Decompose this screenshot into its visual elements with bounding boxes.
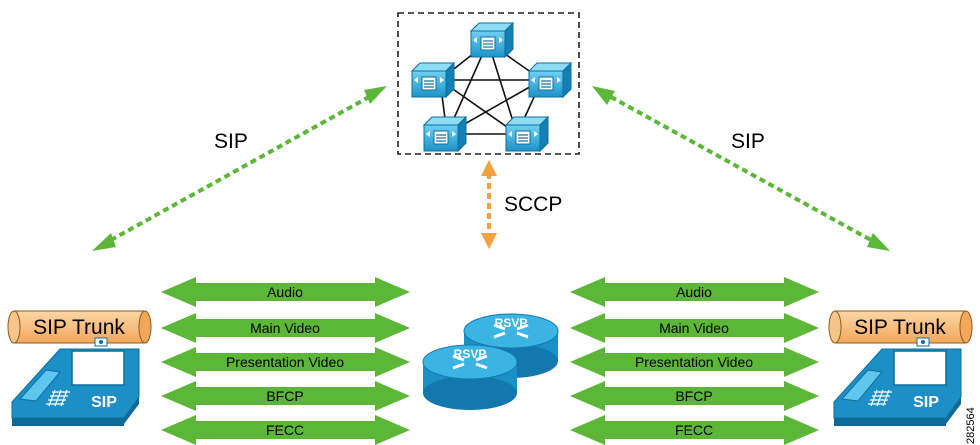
stream-label-fecc-right: FECC: [675, 422, 713, 438]
stream-arrow: [570, 381, 819, 411]
sccp-link: [481, 160, 497, 249]
right-stream-arrows: [570, 277, 819, 445]
stream-label-presentation-video-left: Presentation Video: [226, 354, 344, 370]
sip-link-right: [592, 86, 890, 251]
router-icon: [422, 344, 518, 410]
stream-arrow: [161, 415, 410, 445]
left-stream-arrows: [161, 277, 410, 445]
rsvp-label-top: RSVP: [495, 316, 528, 330]
rsvp-label-bottom: RSVP: [454, 347, 487, 361]
call-manager-icon: [423, 116, 467, 152]
call-manager-icon: [528, 62, 572, 98]
sip-trunk-right-label: SIP Trunk: [854, 316, 946, 339]
sccp-label: SCCP: [504, 193, 562, 216]
sip-label-left: SIP: [214, 130, 248, 153]
sip-phone-left-label: SIP: [91, 394, 117, 411]
stream-label-main-video-right: Main Video: [659, 320, 729, 336]
sip-label-right: SIP: [731, 130, 765, 153]
call-manager-icon: [470, 22, 514, 58]
stream-arrow: [570, 277, 819, 307]
stream-arrow: [161, 313, 410, 343]
stream-label-audio-right: Audio: [676, 284, 712, 300]
sip-trunk-left-label: SIP Trunk: [33, 316, 125, 339]
sip-phone-right-icon: [833, 337, 962, 426]
sip-link-left: [92, 86, 387, 251]
stream-label-bfcp-left: BFCP: [266, 388, 303, 404]
stream-label-fecc-left: FECC: [266, 422, 304, 438]
cluster-box: [397, 12, 580, 155]
stream-arrow: [570, 415, 819, 445]
stream-arrow: [570, 313, 819, 343]
figure-id: 282564: [965, 407, 977, 444]
stream-label-presentation-video-right: Presentation Video: [635, 354, 753, 370]
sip-phone-right-label: SIP: [913, 394, 939, 411]
stream-arrow: [161, 381, 410, 411]
sip-trunk-right: [828, 310, 973, 344]
sip-trunk-left: [7, 310, 152, 344]
stream-label-main-video-left: Main Video: [250, 320, 320, 336]
stream-arrow: [161, 277, 410, 307]
sip-phone-left-icon: [11, 337, 140, 426]
stream-label-audio-left: Audio: [267, 284, 303, 300]
stream-arrow: [570, 347, 819, 377]
call-manager-icon: [411, 62, 455, 98]
stream-arrow: [161, 347, 410, 377]
call-manager-icon: [505, 116, 549, 152]
stream-label-bfcp-right: BFCP: [675, 388, 712, 404]
